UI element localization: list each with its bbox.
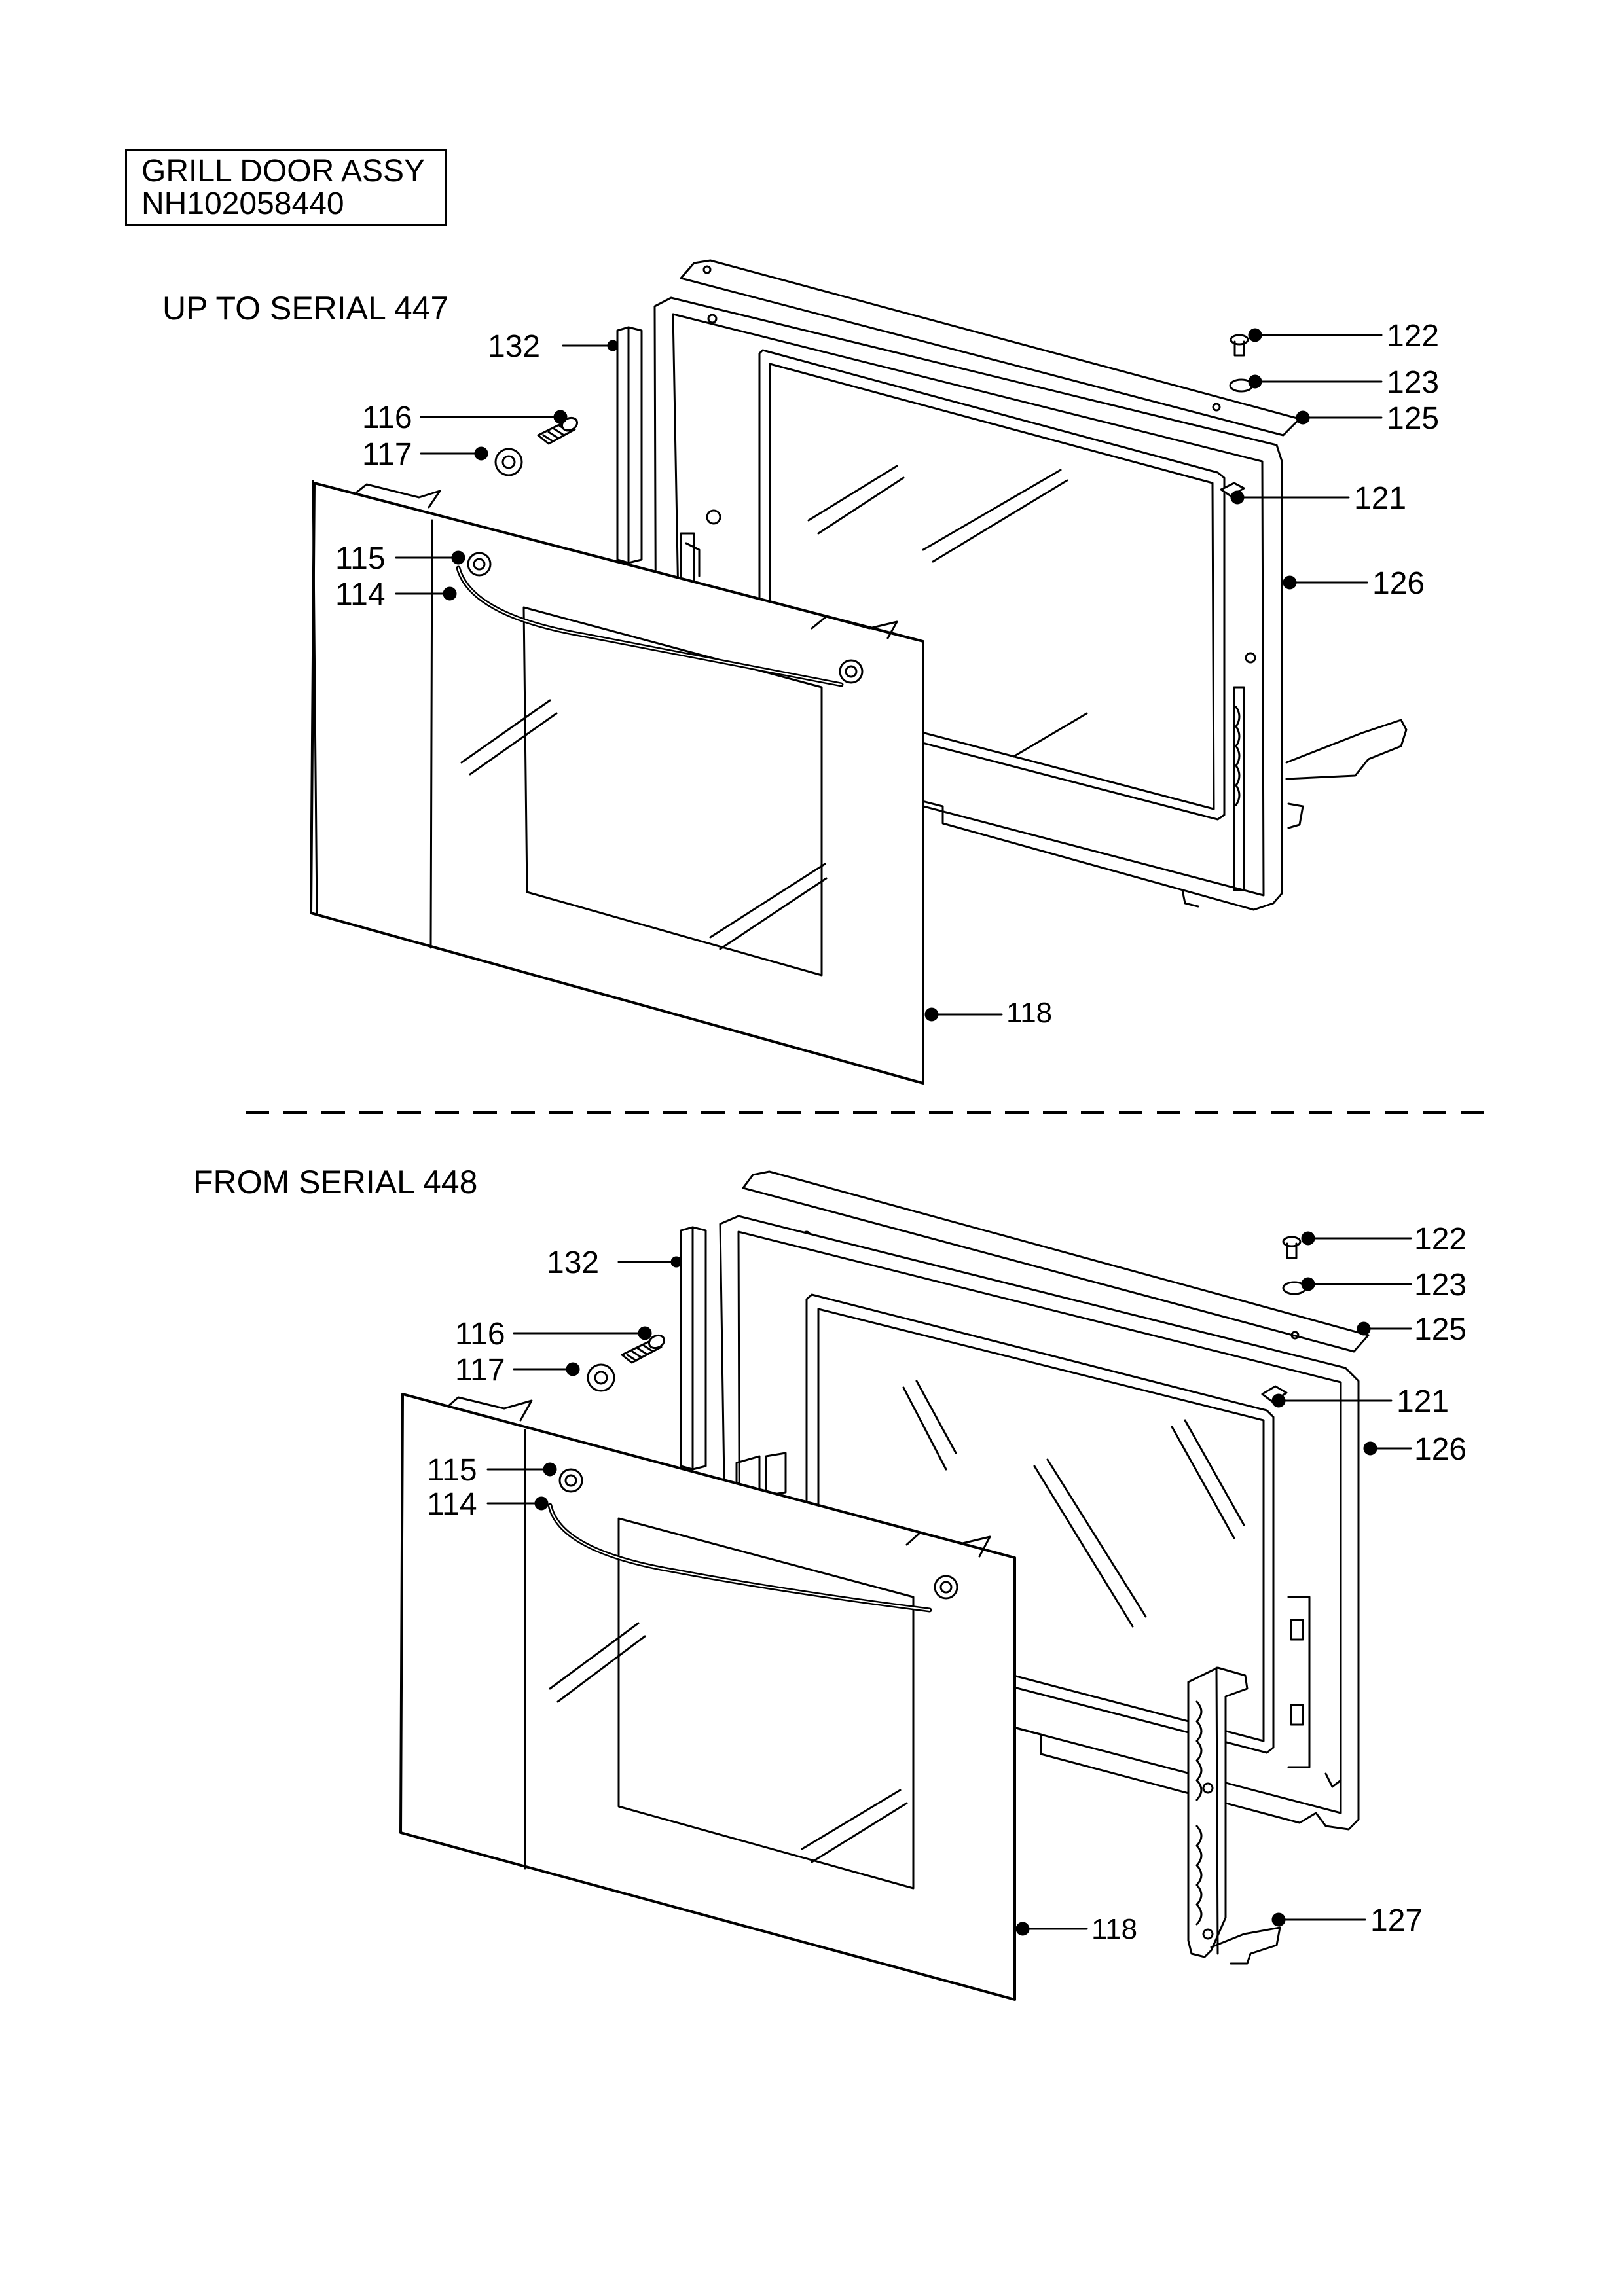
part-125-top-trim (742, 1170, 1370, 1353)
callout-132: 132 (547, 1246, 599, 1280)
callout-116: 116 (362, 401, 412, 435)
callout-114: 114 (335, 577, 386, 612)
callout-122: 122 (1414, 1222, 1467, 1257)
part-127-hinge (1187, 1666, 1281, 1965)
callout-121: 121 (1396, 1384, 1449, 1419)
callout-115: 115 (335, 541, 386, 576)
part-122-small-screw (1230, 334, 1249, 357)
callout-127: 127 (1370, 1903, 1423, 1938)
callout-117: 117 (362, 437, 412, 472)
top-assembly (310, 259, 1408, 1085)
part-122-small-screw (1282, 1236, 1302, 1259)
section-label-top: UP TO SERIAL 447 (162, 290, 449, 327)
part-118-outer-door-glass (399, 1393, 1016, 2001)
callout-115: 115 (427, 1453, 477, 1488)
part-116-screw (621, 1334, 666, 1364)
part-121-clip (1220, 482, 1245, 497)
section-label-bottom: FROM SERIAL 448 (193, 1164, 478, 1200)
callout-132: 132 (488, 329, 540, 364)
callout-121: 121 (1354, 481, 1406, 516)
callout-123: 123 (1387, 365, 1439, 400)
part-132-side-seal (616, 326, 643, 564)
callout-117: 117 (455, 1353, 505, 1388)
part-132-side-seal (680, 1226, 707, 1471)
callout-labels-top: 132 116 117 115 114 118 122 123 125 121 … (335, 319, 1439, 1029)
callout-114: 114 (427, 1487, 477, 1522)
part-117-washer (494, 448, 523, 476)
leader-lines-bottom (486, 1231, 1412, 1936)
part-121-clip (1261, 1385, 1288, 1403)
callout-125: 125 (1414, 1312, 1467, 1347)
callout-118: 118 (1006, 997, 1052, 1029)
callout-labels-bottom: 132 116 117 115 114 118 122 123 125 121 … (427, 1222, 1467, 1945)
leader-lines-top (395, 328, 1383, 1022)
part-118-outer-door-glass (310, 480, 924, 1085)
part-125-top-trim (680, 259, 1301, 437)
title-block: GRILL DOOR ASSY NH102058440 (125, 149, 447, 226)
callout-116: 116 (455, 1317, 505, 1352)
callout-122: 122 (1387, 319, 1439, 353)
callout-126: 126 (1372, 566, 1425, 601)
title-part-number: NH102058440 (141, 187, 344, 221)
title-assembly-name: GRILL DOOR ASSY (141, 154, 426, 188)
part-116-screw (537, 416, 579, 445)
bottom-assembly (399, 1170, 1412, 2001)
callout-125: 125 (1387, 401, 1439, 436)
callout-118: 118 (1091, 1913, 1137, 1945)
part-117-washer (587, 1363, 615, 1392)
callout-123: 123 (1414, 1268, 1467, 1302)
callout-126: 126 (1414, 1432, 1467, 1467)
